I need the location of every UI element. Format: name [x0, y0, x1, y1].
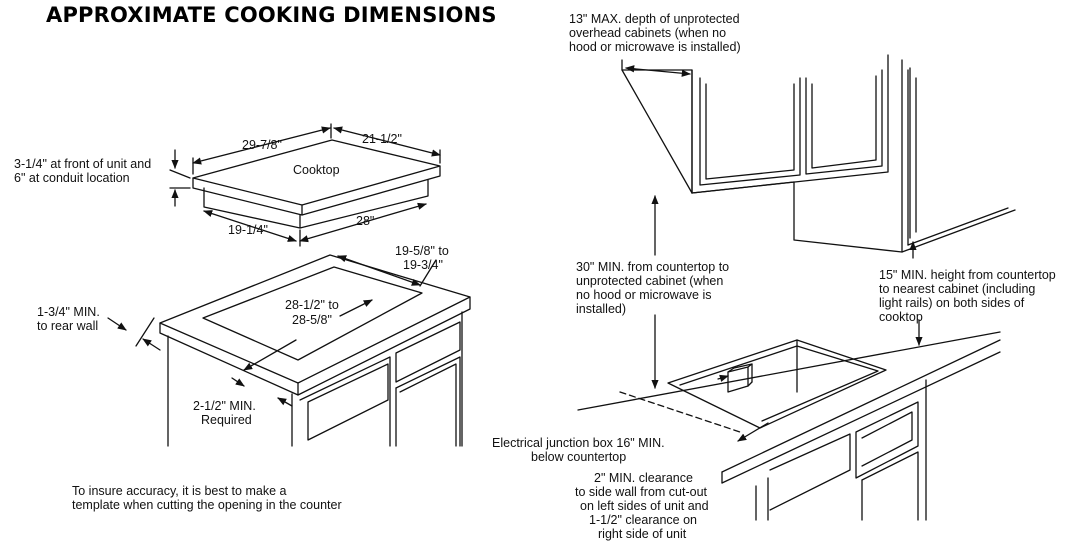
page-title: APPROXIMATE COOKING DIMENSIONS [46, 3, 497, 27]
dim-width-bottom [299, 202, 427, 243]
dim-rear-wall [107, 317, 127, 331]
side-height-label-line1: 15" MIN. height from countertop [879, 268, 1056, 282]
template-note-line1: To insure accuracy, it is best to make a [72, 484, 287, 498]
dim-side-clearance [737, 422, 769, 442]
junction-box-dashed-line [619, 391, 741, 433]
front-min-label-line1: 2-1/2" MIN. [193, 399, 256, 413]
right-countertop [577, 331, 1001, 521]
cabinet-depth-label-line3: hood or microwave is installed) [569, 40, 741, 54]
clearance-label-line3: on left sides of unit and [580, 499, 709, 513]
depth-top-label: 21-1/2" [362, 132, 402, 146]
width-top-label: 29-7/8" [242, 138, 282, 152]
height-label-line2: 6" at conduit location [14, 171, 130, 185]
dim-cabinet-depth [625, 65, 691, 77]
template-note-line2: template when cutting the opening in the… [72, 498, 342, 512]
cooktop-label: Cooktop [293, 163, 340, 177]
dim-front-min [231, 377, 245, 387]
clearance-label-line4: 1-1/2" clearance on [589, 513, 697, 527]
dim-cutout-depth [337, 255, 421, 286]
dim-cutout-width [243, 339, 297, 371]
width-bottom-label: 28" [356, 214, 375, 228]
clearance-label-line5: right side of unit [598, 527, 687, 541]
overhead-cabinet-right [793, 59, 1016, 253]
cabinet-depth-label-line1: 13" MAX. depth of unprotected [569, 12, 740, 26]
cutout-depth-label-line1: 19-5/8" to [395, 244, 449, 258]
rear-wall-label-line1: 1-3/4" MIN. [37, 305, 100, 319]
dim-depth-bottom [203, 210, 297, 242]
overhead-cabinet-left [621, 54, 889, 194]
countertop-label-line4: installed) [576, 302, 627, 316]
side-height-label-line4: cooktop [879, 310, 923, 324]
cutout-depth-label-line2: 19-3/4" [403, 258, 443, 272]
side-height-label-line3: light rails) on both sides of [879, 296, 1025, 310]
cabinet-depth-label-line2: overhead cabinets (when no [569, 26, 727, 40]
left-counter-cabinet [159, 254, 471, 447]
rear-wall-label-line2: to rear wall [37, 319, 99, 333]
clearance-label-line2: to side wall from cut-out [575, 485, 707, 499]
cutout-width-label-line1: 28-1/2" to [285, 298, 339, 312]
clearance-label-line1: 2" MIN. clearance [594, 471, 693, 485]
dim-depth-top [333, 126, 441, 157]
junction-box-label-line1: Electrical junction box 16" MIN. [492, 436, 665, 450]
depth-bottom-label: 19-1/4" [228, 223, 268, 237]
front-min-label-line2: Required [201, 413, 252, 427]
junction-box-label-line2: below countertop [531, 450, 627, 464]
dim-width-top [192, 126, 331, 165]
cutout-width-label-line2: 28-5/8" [292, 313, 332, 327]
height-label-line1: 3-1/4" at front of unit and [14, 157, 152, 171]
countertop-label-line3: no hood or microwave is [576, 288, 712, 302]
side-height-label-line2: to nearest cabinet (including [879, 282, 1036, 296]
countertop-label-line2: unprotected cabinet (when [576, 274, 724, 288]
countertop-label-line1: 30" MIN. from countertop to [576, 260, 730, 274]
